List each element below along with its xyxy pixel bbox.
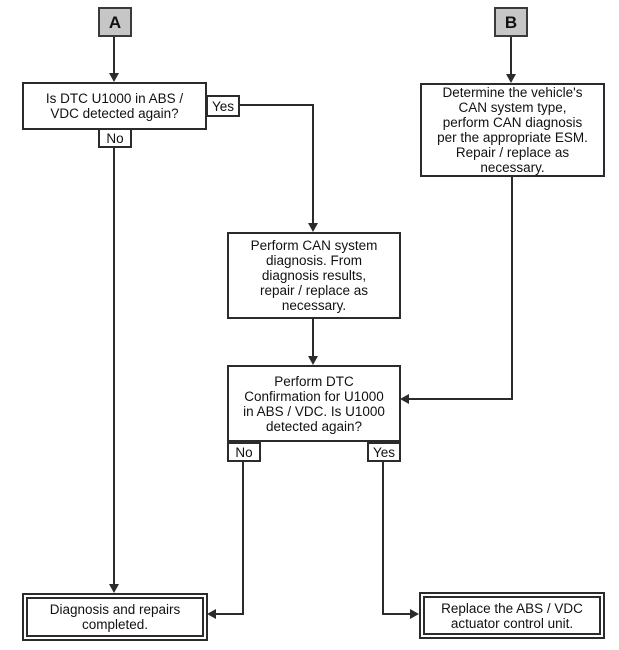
connector-b: B (494, 7, 528, 37)
connector-a: A (98, 7, 132, 37)
arrowhead-down-icon (109, 73, 119, 82)
process-can-diagnosis-box: Perform CAN system diagnosis. From diagn… (227, 232, 401, 319)
connector-line (238, 104, 314, 106)
connector-line (511, 177, 513, 400)
branch-label-no: No (227, 442, 261, 462)
arrowhead-left-icon (400, 394, 409, 404)
arrowhead-down-icon (506, 74, 516, 83)
arrowhead-left-icon (207, 609, 216, 619)
arrowhead-down-icon (109, 584, 119, 593)
connector-line (113, 148, 115, 584)
connector-line (312, 104, 314, 224)
terminal-diagnosis-completed-box: Diagnosis and repairs completed. (22, 593, 208, 641)
branch-label-yes: Yes (367, 442, 401, 462)
terminal-replace-unit-box: Replace the ABS / VDC actuator control u… (419, 592, 605, 639)
connector-line (510, 37, 512, 75)
decision-dtc-confirmation-box: Perform DTC Confirmation for U1000 in AB… (227, 365, 401, 442)
arrowhead-right-icon (410, 609, 419, 619)
connector-line (382, 462, 384, 615)
connector-line (409, 398, 513, 400)
decision-dtc-detected-box: Is DTC U1000 in ABS / VDC detected again… (22, 82, 207, 130)
connector-line (242, 462, 244, 615)
connector-line (312, 319, 314, 357)
connector-line (216, 613, 244, 615)
connector-line (384, 613, 410, 615)
arrowhead-down-icon (308, 356, 318, 365)
branch-label-no: No (98, 128, 132, 148)
process-determine-can-box: Determine the vehicle's CAN system type,… (420, 83, 605, 177)
branch-label-yes: Yes (206, 95, 240, 117)
connector-line (113, 37, 115, 75)
arrowhead-down-icon (308, 223, 318, 232)
